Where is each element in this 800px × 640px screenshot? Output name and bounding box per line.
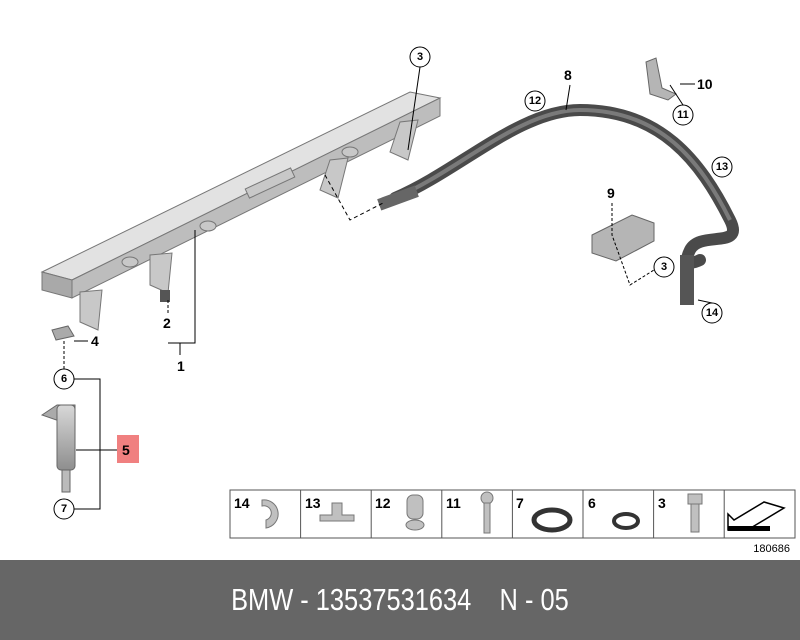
svg-text:5: 5	[122, 442, 130, 458]
footer-bar: BMW - 13537531634 N - 05	[0, 560, 800, 640]
svg-text:14: 14	[706, 307, 719, 319]
legend-13: 13	[305, 495, 321, 511]
legend-11: 11	[446, 495, 461, 511]
reference-number: 180686	[753, 543, 790, 555]
callout-3-bracket: 3	[653, 256, 675, 278]
parts-legend: 14 13 12 11 7 6 3	[229, 489, 796, 539]
callout-13: 13	[711, 156, 733, 178]
part-10-bracket	[645, 57, 677, 101]
fuel-rail	[40, 91, 442, 341]
label-4: 4	[91, 333, 99, 349]
svg-text:6: 6	[61, 373, 67, 385]
parts-diagram: 3 12 8 10 11 13 9 3 14 2 4 1 6 5 7 14 13…	[40, 46, 796, 555]
callout-7: 7	[53, 498, 75, 520]
svg-text:3: 3	[661, 261, 667, 273]
callout-11: 11	[672, 104, 694, 126]
label-1: 1	[177, 358, 185, 374]
legend-6: 6	[588, 495, 596, 511]
part-4-clip	[51, 325, 75, 341]
fuel-line	[377, 103, 739, 305]
svg-text:11: 11	[677, 109, 689, 121]
label-8: 8	[564, 67, 572, 83]
callout-12: 12	[524, 90, 546, 112]
label-9: 9	[607, 185, 615, 201]
injector-part-5	[40, 404, 76, 493]
leader-lines	[63, 66, 713, 510]
callout-6: 6	[53, 368, 75, 390]
callout-3-top: 3	[409, 46, 431, 68]
svg-text:12: 12	[529, 95, 541, 107]
label-2: 2	[163, 315, 171, 331]
legend-3: 3	[658, 495, 666, 511]
label-10: 10	[697, 76, 713, 92]
legend-7: 7	[516, 495, 524, 511]
svg-text:3: 3	[417, 51, 423, 63]
legend-14: 14	[234, 495, 250, 511]
part-number-caption: BMW - 13537531634 N - 05	[231, 582, 569, 617]
callout-14: 14	[701, 302, 723, 324]
svg-text:13: 13	[716, 161, 728, 173]
svg-text:7: 7	[61, 503, 67, 515]
part-9-bracket	[591, 214, 655, 262]
part-2-cap	[160, 290, 170, 302]
highlight-label-5: 5	[117, 435, 139, 463]
legend-12: 12	[375, 495, 391, 511]
